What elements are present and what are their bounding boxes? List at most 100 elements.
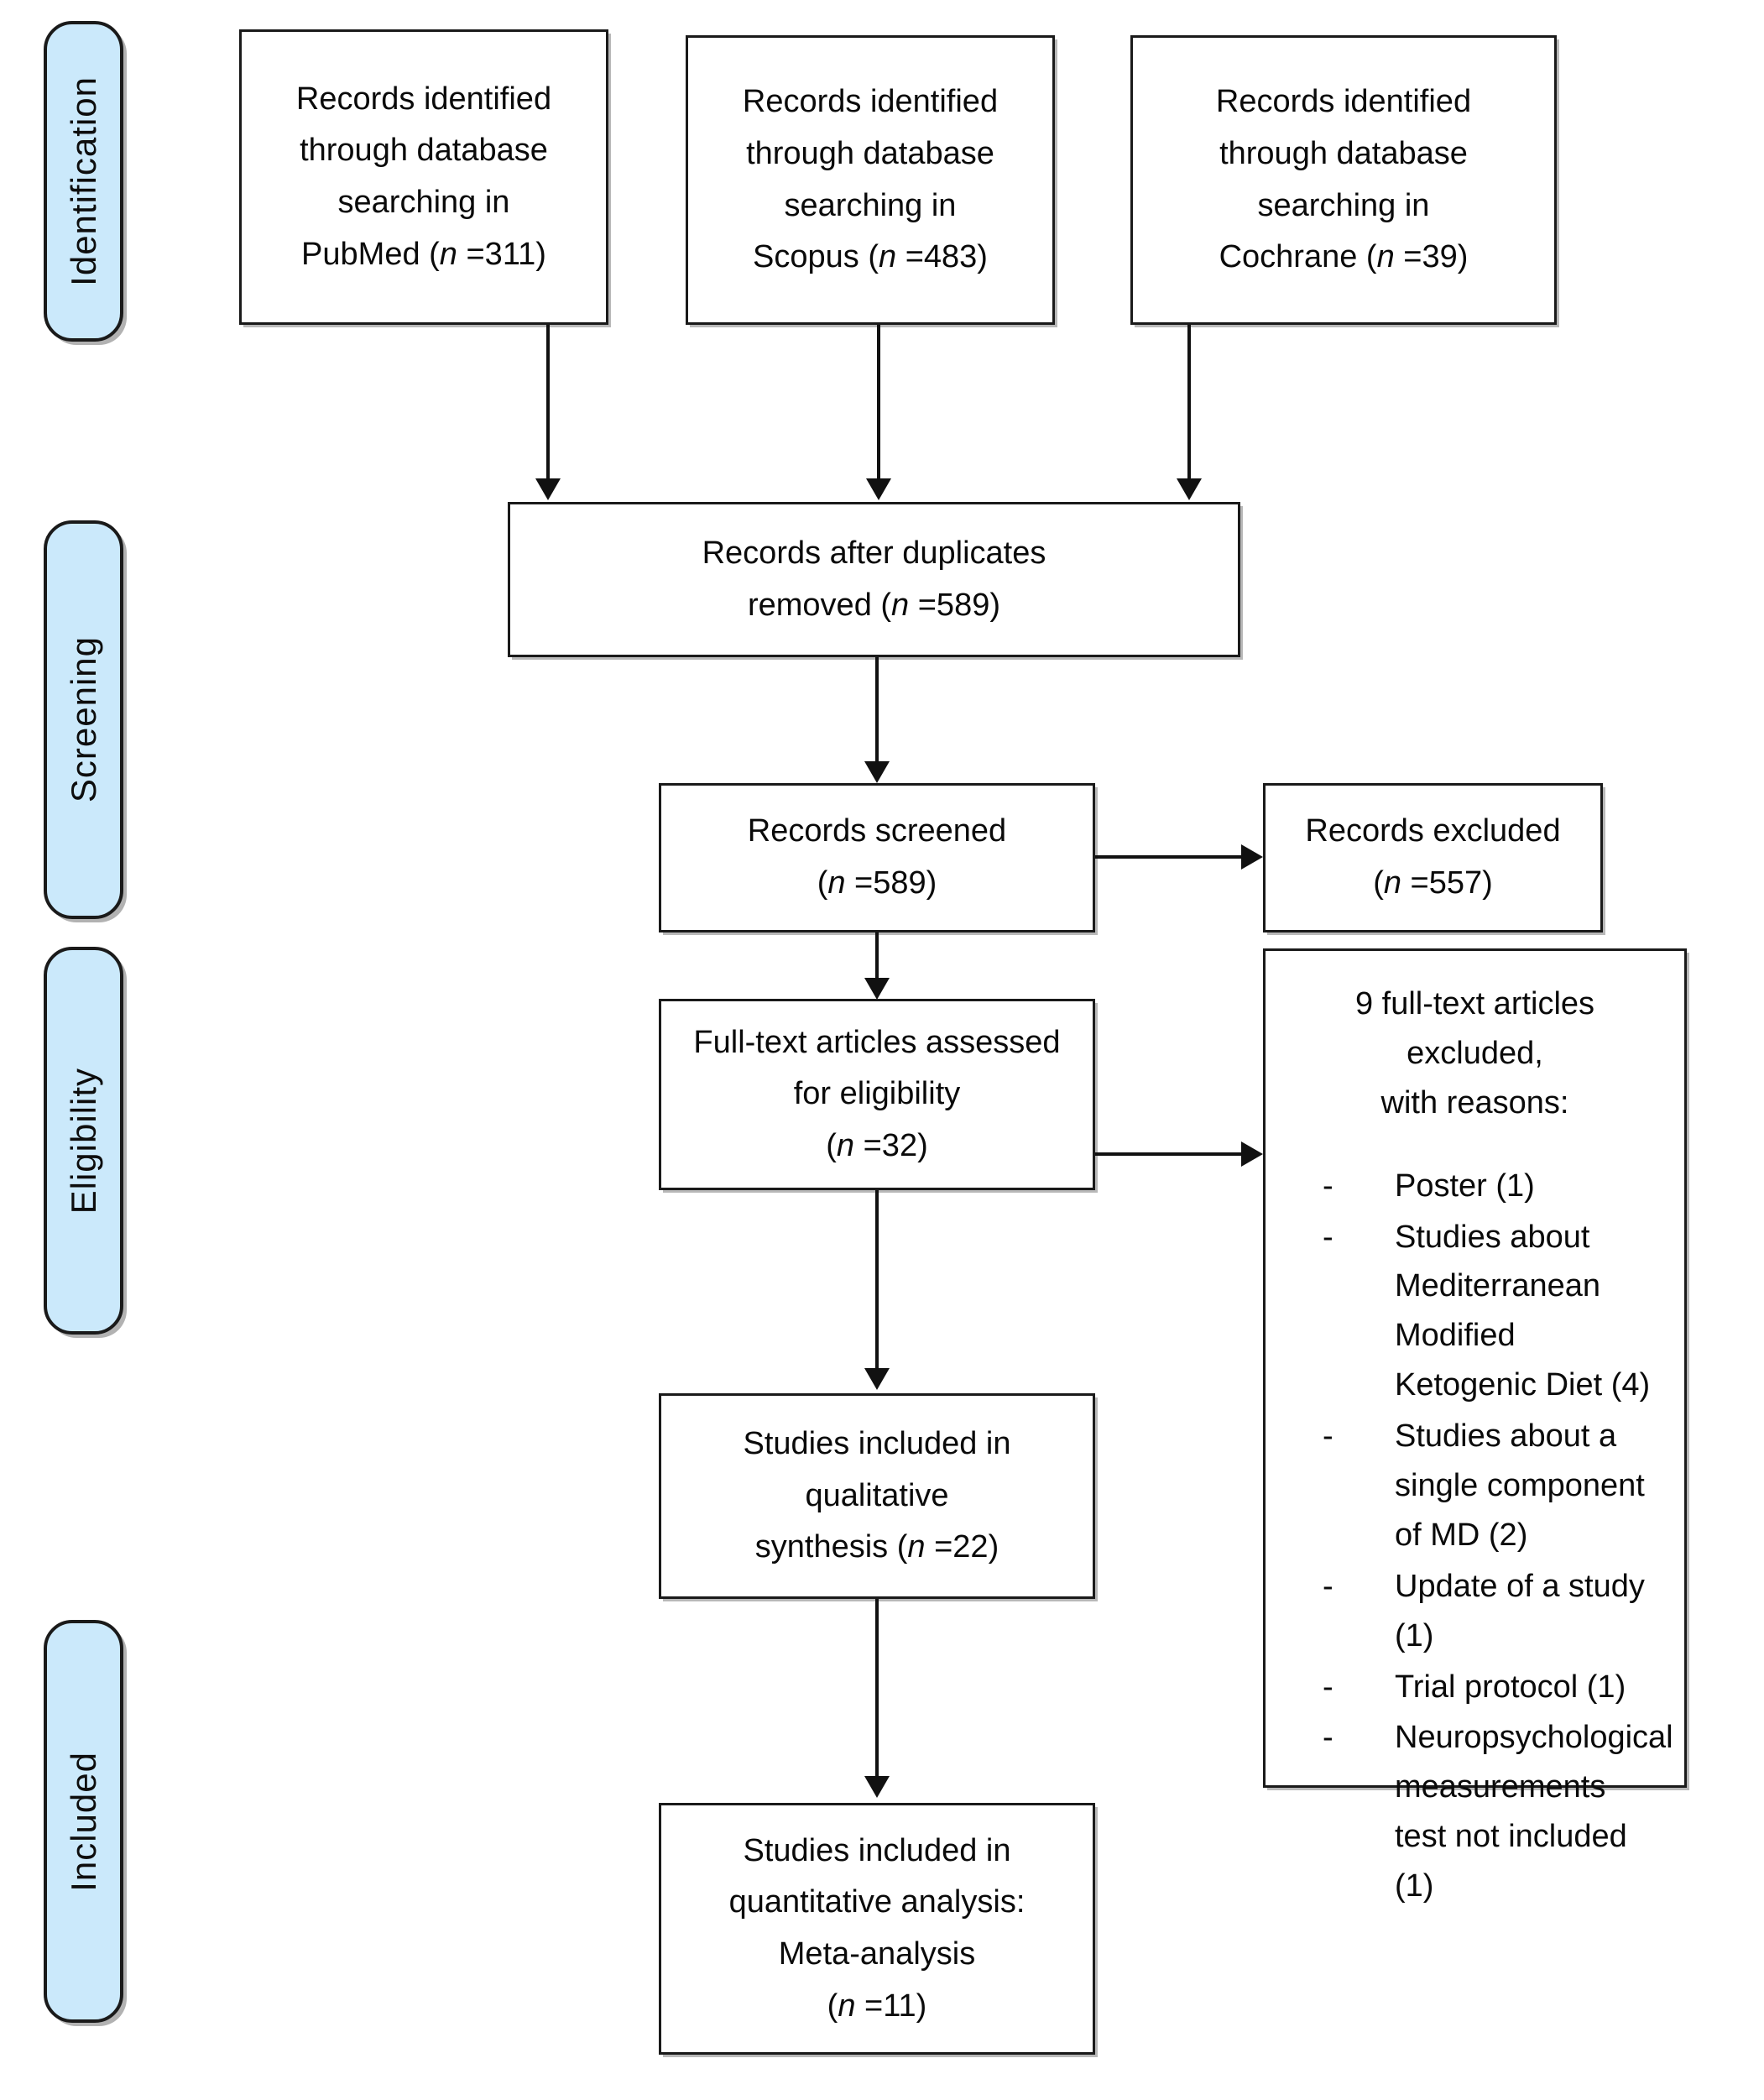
quantitative-line-2: quantitative analysis: (728, 1884, 1026, 1920)
qualitative-line-1: Studies included in (743, 1426, 1011, 1462)
fulltext-line-3-prefix: ( (826, 1127, 837, 1163)
screened-line-2-prefix: ( (817, 865, 828, 901)
fulltext-excluded-heading-line-2: with reasons: (1380, 1084, 1569, 1121)
cochrane-n-symbol: n (1376, 239, 1395, 275)
excluded-n-symbol: n (1383, 865, 1401, 901)
quantitative-line-4-suffix: =11) (855, 1988, 927, 2024)
scopus-line-1: Records identified (742, 84, 999, 120)
quantitative-line-4-prefix: ( (827, 1988, 838, 2024)
pubmed-line-3: searching in (337, 185, 510, 220)
screened-line-1: Records screened (747, 813, 1007, 849)
box-qualitative-synthesis-text: Studies included in qualitative synthesi… (744, 1418, 1011, 1574)
box-duplicates-removed-text: Records after duplicates removed (n =589… (702, 528, 1046, 631)
scopus-line-4-suffix: =483) (896, 239, 988, 275)
reason-text-2: Studies about a single component of MD (… (1395, 1418, 1645, 1553)
connector-qualitative-to-quantitative (875, 1599, 879, 1779)
stage-label-identification-text: Identification (63, 76, 103, 286)
list-item: - Studies about Mediterranean Modified K… (1323, 1213, 1666, 1411)
qualitative-line-3-suffix: =22) (925, 1529, 999, 1565)
qualitative-n-symbol: n (907, 1529, 926, 1565)
scopus-line-2: through database (746, 135, 994, 171)
qualitative-line-2: qualitative (805, 1477, 949, 1513)
fulltext-n-symbol: n (836, 1127, 855, 1163)
reason-text-4: Trial protocol (1) (1395, 1669, 1626, 1705)
bullet-dash-5: - (1323, 1720, 1333, 1756)
pubmed-line-2: through database (300, 133, 548, 169)
reason-text-0: Poster (1) (1395, 1168, 1535, 1204)
list-item: - Poster (1) (1323, 1162, 1666, 1211)
stage-label-included-text: Included (63, 1751, 103, 1892)
fulltext-line-2: for eligibility (793, 1076, 961, 1112)
reason-text-5: Neuropsychological measurements test not… (1395, 1720, 1673, 1904)
arrowhead-pubmed-to-duplicates (535, 478, 561, 500)
fulltext-excluded-heading-line-1: 9 full-text articles excluded, (1354, 986, 1595, 1071)
duplicates-line-2-suffix: =589) (909, 587, 1000, 623)
arrowhead-cochrane-to-duplicates (1177, 478, 1202, 500)
stage-label-eligibility-text: Eligibility (63, 1067, 103, 1215)
cochrane-line-2: through database (1219, 135, 1468, 171)
fulltext-excluded-reason-list: - Poster (1) - Studies about Mediterrane… (1284, 1162, 1673, 1911)
pubmed-line-1: Records identified (295, 81, 552, 117)
box-quantitative-analysis: Studies included in quantitative analysi… (659, 1803, 1095, 2055)
box-records-excluded-text: Records excluded (n =557) (1305, 806, 1560, 909)
list-item: - Trial protocol (1) (1323, 1663, 1666, 1712)
cochrane-line-4-suffix: =39) (1394, 239, 1469, 275)
fulltext-line-1: Full-text articles assessed (693, 1024, 1061, 1060)
fulltext-line-3-suffix: =32) (854, 1127, 928, 1163)
box-records-scopus: Records identified through database sear… (686, 35, 1055, 325)
arrowhead-fulltext-to-qualitative (864, 1368, 890, 1390)
connector-duplicates-to-screened (875, 657, 879, 763)
reason-text-3: Update of a study (1) (1395, 1568, 1645, 1653)
arrowhead-scopus-to-duplicates (866, 478, 891, 500)
stage-label-included: Included (44, 1620, 123, 2023)
list-item: - Neuropsychological measurements test n… (1323, 1713, 1673, 1911)
bullet-dash-0: - (1323, 1168, 1333, 1204)
arrowhead-screened-to-excluded (1241, 844, 1263, 870)
stage-label-screening: Screening (44, 520, 123, 919)
connector-pubmed-to-duplicates (546, 325, 550, 480)
excluded-line-2-prefix: ( (1373, 865, 1384, 901)
connector-screened-to-excluded (1095, 855, 1243, 859)
box-records-pubmed: Records identified through database sear… (239, 29, 608, 325)
bullet-dash-2: - (1323, 1418, 1333, 1455)
bullet-dash-3: - (1323, 1568, 1333, 1604)
box-records-scopus-text: Records identified through database sear… (743, 76, 998, 283)
box-fulltext-assessed-text: Full-text articles assessed for eligibil… (693, 1017, 1060, 1173)
connector-fulltext-to-excluded-reasons (1095, 1152, 1243, 1156)
duplicates-line-2-prefix: removed ( (747, 587, 892, 623)
screened-n-symbol: n (827, 865, 846, 901)
list-item: - Studies about a single component of MD… (1323, 1412, 1666, 1560)
scopus-line-4-prefix: Scopus ( (753, 239, 879, 275)
screened-line-2-suffix: =589) (845, 865, 937, 901)
connector-cochrane-to-duplicates (1187, 325, 1191, 480)
box-fulltext-assessed: Full-text articles assessed for eligibil… (659, 999, 1095, 1190)
duplicates-line-1: Records after duplicates (702, 535, 1046, 571)
connector-scopus-to-duplicates (877, 325, 880, 480)
box-quantitative-analysis-text: Studies included in quantitative analysi… (729, 1826, 1026, 2032)
cochrane-line-3: searching in (1257, 187, 1430, 223)
box-records-cochrane-text: Records identified through database sear… (1216, 76, 1471, 283)
arrowhead-screened-to-fulltext (864, 978, 890, 1000)
quantitative-line-1: Studies included in (743, 1832, 1011, 1868)
box-records-excluded: Records excluded (n =557) (1263, 783, 1603, 932)
fulltext-excluded-heading: 9 full-text articles excluded, with reas… (1284, 979, 1666, 1128)
reason-text-1: Studies about Mediterranean Modified Ket… (1395, 1219, 1651, 1403)
box-records-pubmed-text: Records identified through database sear… (296, 74, 551, 280)
stage-label-identification: Identification (44, 21, 123, 342)
arrowhead-fulltext-to-excluded-reasons (1241, 1141, 1263, 1167)
box-fulltext-excluded-reasons: 9 full-text articles excluded, with reas… (1263, 948, 1687, 1904)
connector-fulltext-to-qualitative (875, 1190, 879, 1371)
quantitative-n-symbol: n (838, 1988, 856, 2024)
arrowhead-duplicates-to-screened (864, 761, 890, 783)
box-records-screened: Records screened (n =589) (659, 783, 1095, 932)
list-item: - Update of a study (1) (1323, 1562, 1666, 1661)
pubmed-line-4-prefix: PubMed ( (301, 236, 440, 272)
box-qualitative-synthesis: Studies included in qualitative synthesi… (659, 1393, 1095, 1599)
scopus-n-symbol: n (879, 239, 897, 275)
pubmed-n-symbol: n (439, 236, 457, 272)
connector-screened-to-fulltext (875, 932, 879, 983)
stage-label-eligibility: Eligibility (44, 947, 123, 1335)
cochrane-line-1: Records identified (1215, 84, 1472, 120)
quantitative-line-3: Meta-analysis (778, 1936, 976, 1972)
